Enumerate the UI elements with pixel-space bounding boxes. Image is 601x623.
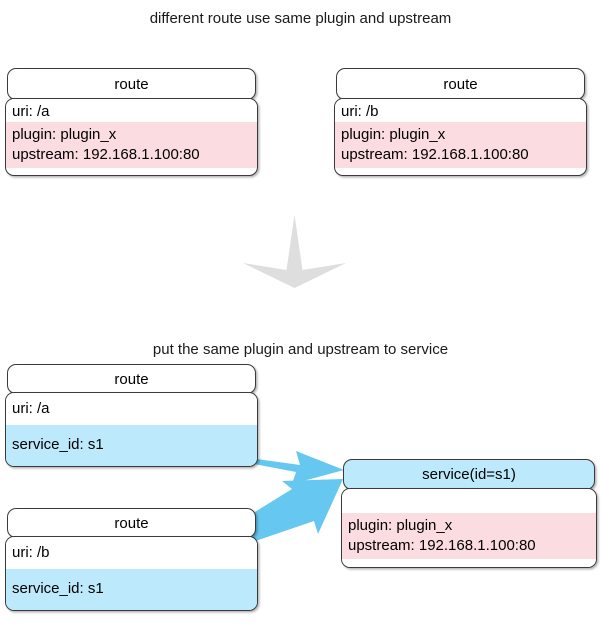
service-plugin-row: plugin: plugin_x (342, 513, 596, 536)
route-header-a-bottom: route (7, 364, 256, 394)
route-plugin-row: plugin: plugin_x (6, 122, 257, 145)
service-body: plugin: plugin_x upstream: 192.168.1.100… (341, 488, 597, 568)
route-plugin-row: plugin: plugin_x (335, 122, 586, 145)
route-upstream-row: upstream: 192.168.1.100:80 (335, 145, 586, 168)
service-spacer-bottom (342, 559, 596, 567)
service-spacer-top (342, 489, 596, 513)
route-header-a-top: route (7, 68, 256, 100)
route-uri-row: uri: /b (6, 537, 257, 569)
route-header-label: route (114, 514, 149, 532)
route-body-b-top: uri: /b plugin: plugin_x upstream: 192.1… (334, 98, 587, 176)
route-uri-row: uri: /a (6, 393, 257, 425)
route-header-label: route (114, 75, 149, 93)
route-body-b-bottom: uri: /b service_id: s1 (5, 536, 258, 611)
route-header-label: route (114, 370, 149, 388)
down-arrow-icon (243, 215, 346, 288)
diagram-title-bottom: put the same plugin and upstream to serv… (152, 341, 449, 358)
route-header-b-bottom: route (7, 508, 256, 538)
service-header-label: service(id=s1) (422, 466, 516, 483)
route-service-id-row: service_id: s1 (6, 569, 257, 610)
route-header-b-top: route (336, 68, 585, 100)
route-body-a-bottom: uri: /a service_id: s1 (5, 392, 258, 467)
route-header-label: route (443, 75, 478, 93)
service-header: service(id=s1) (343, 459, 595, 490)
route-service-id-row: service_id: s1 (6, 425, 257, 466)
service-upstream-row: upstream: 192.168.1.100:80 (342, 536, 596, 559)
diagram-title-top: different route use same plugin and upst… (149, 10, 452, 27)
route-upstream-row: upstream: 192.168.1.100:80 (6, 145, 257, 168)
route-body-a-top: uri: /a plugin: plugin_x upstream: 192.1… (5, 98, 258, 176)
route-uri-row: uri: /a (6, 99, 257, 122)
route-uri-row: uri: /b (335, 99, 586, 122)
